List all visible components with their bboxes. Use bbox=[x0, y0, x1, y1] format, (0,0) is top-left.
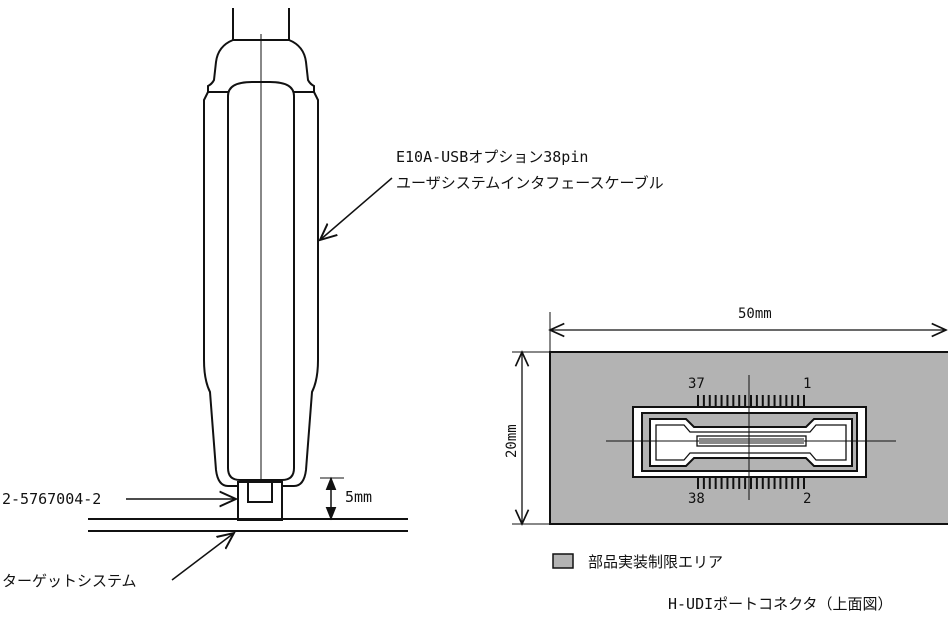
width-dim-label: 50mm bbox=[738, 306, 772, 322]
target-system-arrow bbox=[171, 533, 234, 581]
pin-row-bottom bbox=[697, 477, 805, 489]
cable-label-line2: ユーザシステムインタフェースケーブル bbox=[396, 174, 664, 192]
pin-2-label: 2 bbox=[803, 491, 811, 507]
height-dimension bbox=[320, 476, 344, 521]
connector-part-label: 2-5767004-2 bbox=[2, 490, 101, 508]
pin-38-label: 38 bbox=[688, 491, 705, 507]
cable-assembly bbox=[203, 8, 319, 521]
cable-label-line1: E10A-USBオプション38pin bbox=[396, 148, 588, 166]
target-system-label: ターゲットシステム bbox=[2, 572, 137, 590]
target-board bbox=[88, 518, 408, 532]
cable-label-arrow bbox=[320, 177, 393, 240]
figure-caption: H-UDIポートコネクタ（上面図） bbox=[668, 595, 893, 613]
pin-1-label: 1 bbox=[803, 376, 811, 392]
footprint-view: 50mm 20mm 37 1 38 2 bbox=[504, 306, 948, 524]
pin-37-label: 37 bbox=[688, 376, 705, 392]
height-dim-label-20: 20mm bbox=[504, 424, 520, 458]
height-dim-label: 5mm bbox=[345, 488, 372, 506]
pin-row-top bbox=[697, 395, 805, 407]
legend-swatch bbox=[552, 553, 574, 569]
legend-label: 部品実装制限エリア bbox=[588, 553, 723, 571]
